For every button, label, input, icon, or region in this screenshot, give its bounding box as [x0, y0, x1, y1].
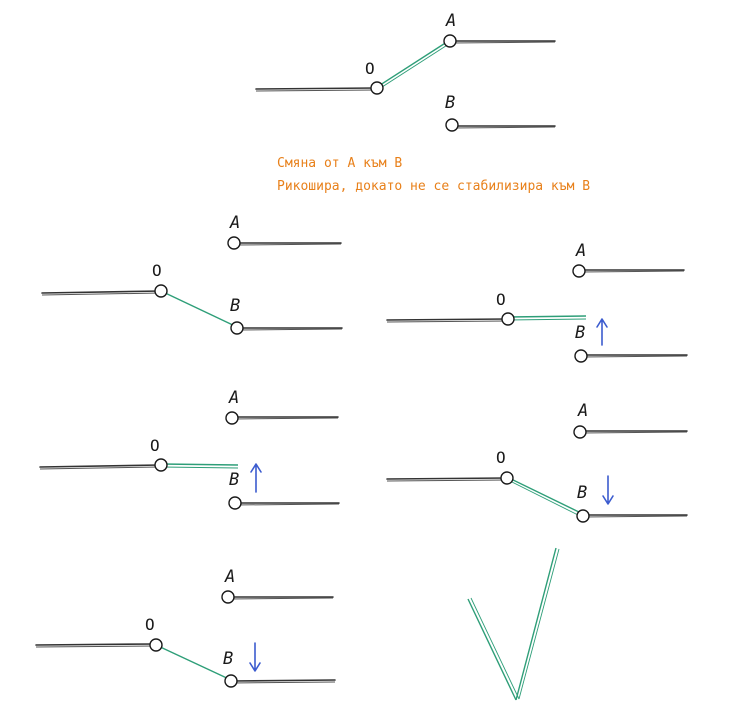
caption-line-2: Рикошира, докато не се стабилизира към В [277, 179, 590, 194]
label-a: A [577, 401, 588, 421]
arrow-up-icon [596, 318, 608, 346]
label-b: B [575, 323, 585, 343]
switch-top-at-a: A O B [255, 11, 556, 132]
arrow-up-icon [250, 463, 262, 493]
label-a: A [224, 567, 235, 587]
checkmark-icon [467, 547, 560, 701]
switch-blade [376, 39, 451, 88]
label-b: B [229, 470, 239, 490]
label-a: A [229, 213, 240, 233]
contact-a-node [443, 34, 457, 48]
contact-b-node [445, 118, 459, 132]
switch-right-2-down: A O B [386, 401, 688, 523]
label-a: A [445, 11, 456, 31]
switch-left-1-at-b: A O B [41, 213, 343, 335]
label-o: O [152, 261, 162, 280]
switch-left-3-down: A O B [35, 567, 336, 688]
label-b: B [223, 649, 233, 669]
label-b: B [577, 483, 587, 503]
label-o: O [365, 59, 375, 78]
switch-right-1-bounce-up: A O B [386, 241, 688, 363]
label-o: O [496, 290, 506, 309]
label-o: O [145, 615, 155, 634]
label-b: B [230, 296, 240, 316]
label-a: A [228, 388, 239, 408]
arrow-down-icon [602, 475, 614, 505]
label-b: B [445, 93, 455, 113]
label-o: O [150, 436, 160, 455]
label-a: A [575, 241, 586, 261]
arrow-down-icon [249, 642, 261, 672]
switch-left-2-bounce-up: A O B [39, 388, 340, 510]
pivot-o-node [370, 81, 384, 95]
label-o: O [496, 448, 506, 467]
caption-line-1: Смяна от А към В [277, 156, 402, 171]
